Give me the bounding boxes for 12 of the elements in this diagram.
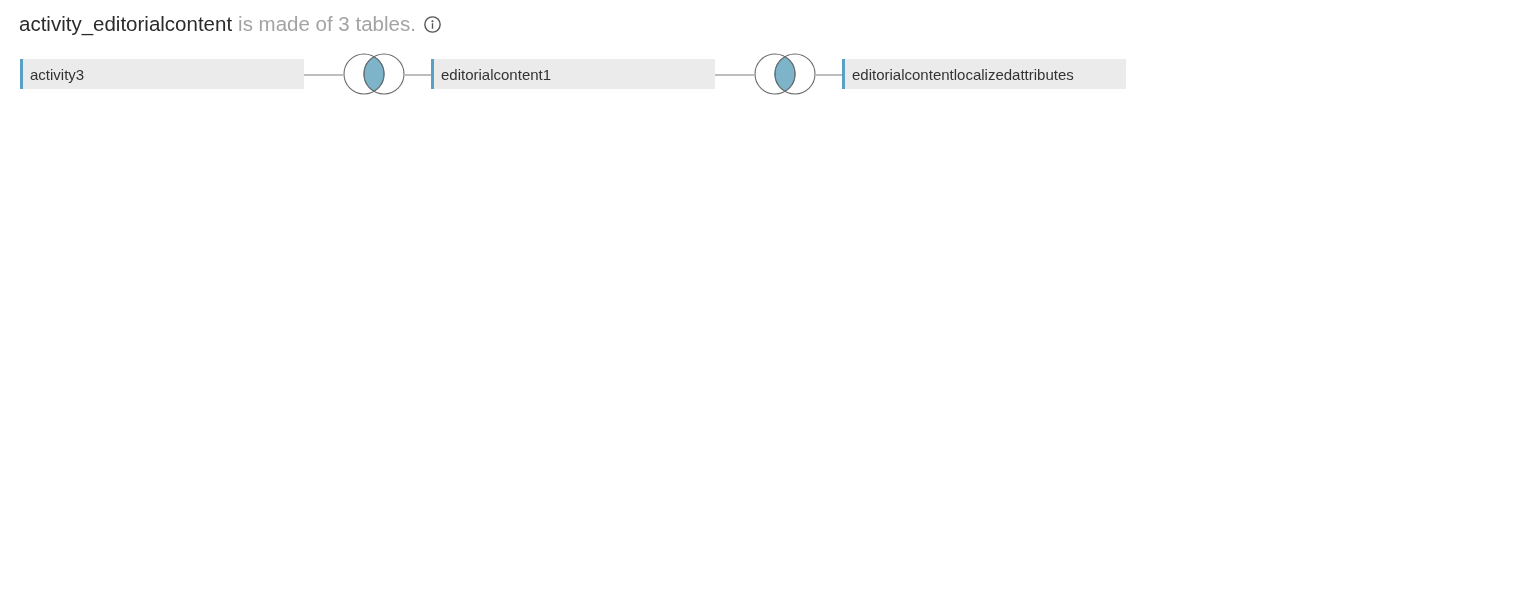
table-box: [431, 59, 715, 89]
connector-line: [714, 74, 755, 76]
table-box: [842, 59, 1126, 89]
table-name: editorialcontentlocalizedattributes: [852, 65, 1074, 83]
heading: activity_editorialcontent: [19, 11, 233, 37]
connector-line: [815, 74, 843, 76]
connector-line: [303, 74, 344, 76]
table-name: editorialcontent1: [441, 65, 552, 83]
table-name: activity3: [30, 65, 85, 83]
description-text: is made of 3 tables.: [238, 11, 416, 37]
connector-line: [404, 74, 432, 76]
table-box: [20, 59, 304, 89]
